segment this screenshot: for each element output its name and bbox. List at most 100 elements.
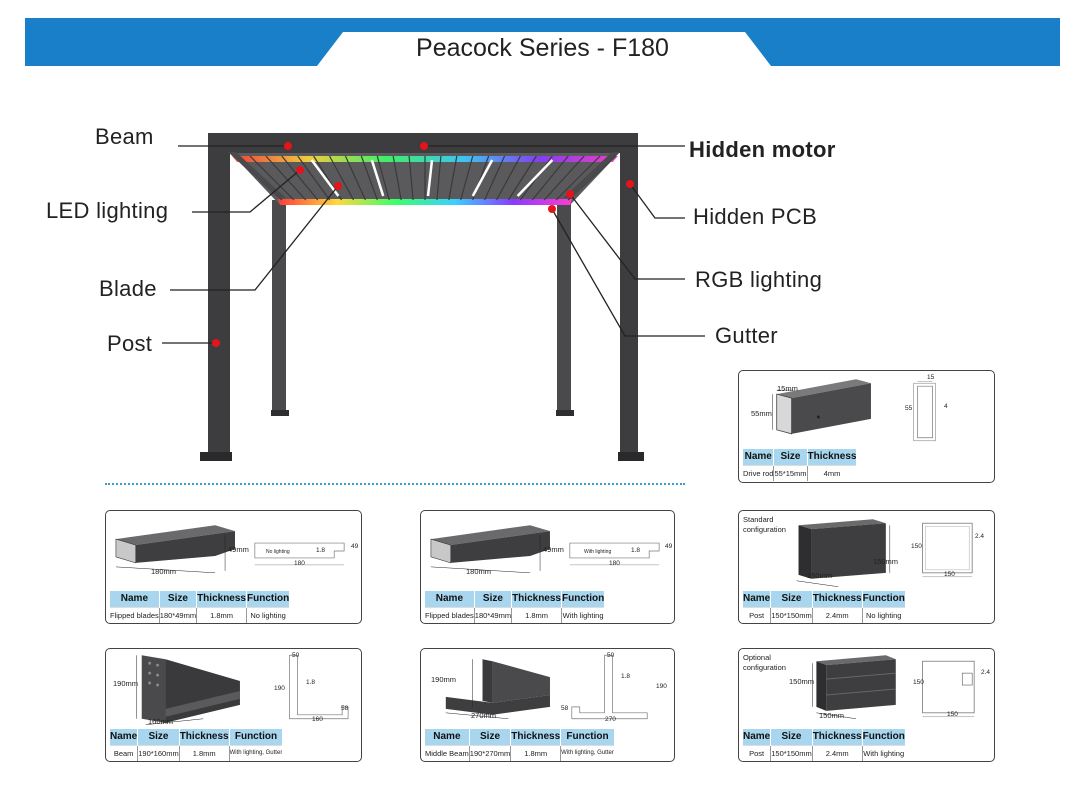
cell-size: 180*49mm <box>474 606 513 623</box>
header-size: Size <box>137 729 180 745</box>
middle-beam-drawing <box>445 654 648 720</box>
roof-blade <box>328 155 355 201</box>
dim-label: 49mm <box>543 545 564 554</box>
dim-label: 270mm <box>471 711 497 720</box>
dim-label: 2.4 <box>975 533 985 540</box>
cell-name: Beam <box>110 744 139 761</box>
dim-label: 1.8 <box>621 673 631 680</box>
dim-label: 160 <box>312 716 323 723</box>
callout-led-lighting: LED lighting <box>46 198 169 223</box>
header-size: Size <box>770 591 813 607</box>
dim-label: 150 <box>944 571 955 578</box>
led-strip <box>370 159 385 197</box>
header-size: Size <box>474 591 513 607</box>
header-thickness: Thickness <box>196 591 247 607</box>
header-name: Name <box>110 591 160 607</box>
section-divider <box>105 483 685 485</box>
cell-thickness: 2.4mm <box>812 606 863 623</box>
header-name: Name <box>110 729 139 745</box>
config-label: Optional configuration <box>743 653 786 672</box>
header-thickness: Thickness <box>510 729 562 745</box>
header-function: Function <box>862 591 905 607</box>
dim-label: 180mm <box>466 567 492 576</box>
card-post-optional: Optional configuration 150mm 150mm 150 1… <box>738 648 995 762</box>
cell-thickness: 1.8mm <box>510 744 562 761</box>
cell-size: 190*270mm <box>469 744 512 761</box>
cell-name: Flipped blades <box>110 606 160 623</box>
callout-hidden-motor: Hidden motor <box>689 137 836 162</box>
header-function: Function <box>560 729 614 745</box>
dim-label: 150mm <box>873 557 899 566</box>
cell-thickness: 1.8mm <box>511 606 562 623</box>
cell-function: With lighting, Gutter <box>560 744 614 761</box>
dim-label: 180mm <box>151 567 177 576</box>
header-size: Size <box>469 729 512 745</box>
card-blade-with-lighting: 180mm 49mm With lighting 1.8 49 180 Name… <box>420 510 675 624</box>
dim-label: 190mm <box>431 675 457 684</box>
cell-size: 180*49mm <box>159 606 198 623</box>
roof-blade <box>392 155 402 201</box>
roof-blade <box>555 155 601 201</box>
dim-label: 58 <box>341 705 349 712</box>
header-thickness: Thickness <box>812 729 863 745</box>
dim-label: 50 <box>292 652 300 659</box>
roof-blade <box>344 155 366 201</box>
card-post-standard: Standard configuration 150mm 150mm 150 1… <box>738 510 995 624</box>
cell-function: With lighting <box>561 606 605 623</box>
roof-blade <box>543 155 585 201</box>
dim-label: 58 <box>561 705 569 712</box>
cell-size: 190*160mm <box>137 744 180 761</box>
cell-name: Flipped blades <box>425 606 475 623</box>
roof-blade <box>281 155 319 201</box>
header-thickness: Thickness <box>812 591 863 607</box>
roof-blade <box>507 155 537 201</box>
roof-blade <box>484 155 506 201</box>
dim-label: 2.4 <box>981 669 991 676</box>
dim-label: 180 <box>294 560 305 567</box>
roof-blade <box>436 155 442 201</box>
roof-blade <box>265 155 307 201</box>
cell-size: 55*15mm <box>773 464 808 481</box>
dim-label: 270 <box>605 716 616 723</box>
header-function: Function <box>862 729 905 745</box>
dim-label: 1.8 <box>316 547 326 554</box>
header-name: Name <box>743 449 775 465</box>
cell-name: Post <box>743 744 772 761</box>
dim-label: 49 <box>351 543 359 550</box>
pergola-illustration <box>162 133 705 461</box>
dim-label: 150 <box>911 543 922 550</box>
header-size: Size <box>770 729 813 745</box>
roof-blade <box>249 155 295 201</box>
led-strip <box>471 159 494 197</box>
dim-label: 150mm <box>807 571 833 580</box>
header-size: Size <box>159 591 198 607</box>
dim-label: 150mm <box>819 711 845 720</box>
cell-function: No lighting <box>862 606 905 623</box>
cell-thickness: 2.4mm <box>812 744 863 761</box>
callout-beam: Beam <box>95 124 154 149</box>
dim-label: 50 <box>607 652 615 659</box>
callout-post: Post <box>107 331 153 356</box>
title-banner <box>25 18 1060 66</box>
cell-function: No lighting <box>246 606 290 623</box>
led-strip <box>310 159 340 197</box>
roof-blade <box>408 155 414 201</box>
dim-label: 160mm <box>148 717 174 726</box>
dim-label: 150mm <box>789 677 815 686</box>
dim-label: 15 <box>927 374 935 381</box>
roof-blade <box>360 155 378 201</box>
header-name: Name <box>743 591 772 607</box>
header-name: Name <box>743 729 772 745</box>
blade-drawing <box>115 525 345 574</box>
roof-blade <box>297 155 331 201</box>
header-thickness: Thickness <box>511 591 562 607</box>
header-function: Function <box>229 729 283 745</box>
header-function: Function <box>246 591 290 607</box>
callout-hidden-pcb: Hidden PCB <box>693 204 818 229</box>
